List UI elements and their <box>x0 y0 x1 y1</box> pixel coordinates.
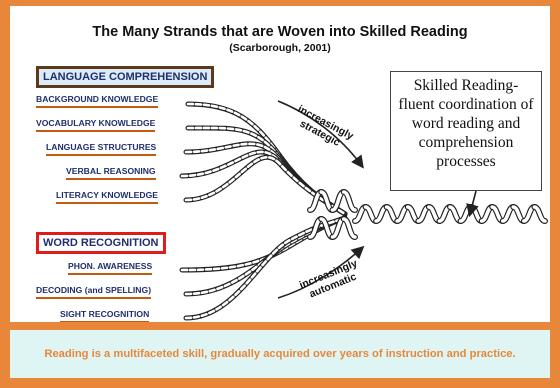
braid-top <box>307 189 358 213</box>
strand-label-language-structures: LANGUAGE STRUCTURES <box>46 142 157 156</box>
footer-caption: Reading is a multifaceted skill, gradual… <box>10 330 550 378</box>
braid-twist-highlight <box>341 217 357 239</box>
skilled-reading-callout: Skilled Reading- fluent coordination of … <box>390 71 542 191</box>
strategic-arrow <box>277 100 364 169</box>
braid-twist-highlight <box>341 190 357 212</box>
strand-label-decoding-spelling: DECODING (and SPELLING) <box>36 285 152 299</box>
callout-pointer-arrow <box>466 190 479 218</box>
language-strand-highlight <box>184 156 347 216</box>
diagram-title: The Many Strands that are Woven into Ski… <box>92 24 468 40</box>
strand-label-vocabulary-knowledge: VOCABULARY KNOWLEDGE <box>36 118 156 132</box>
language-strand <box>183 154 348 217</box>
callout-line: word reading and <box>411 115 521 132</box>
callout-line: processes <box>436 153 496 170</box>
automatic-arrow <box>277 245 365 299</box>
diagram-subtitle: (Scarborough, 2001) <box>229 42 331 54</box>
language-strand <box>179 149 348 217</box>
language-comprehension-heading: LANGUAGE COMPREHENSION <box>36 66 215 88</box>
diagram-panel: The Many Strands that are Woven into Ski… <box>10 6 550 322</box>
callout-line: Skilled Reading- <box>413 77 519 94</box>
braid-bottom <box>307 216 358 240</box>
strand-label-background-knowledge: BACKGROUND KNOWLEDGE <box>36 94 159 108</box>
strand-label-verbal-reasoning: VERBAL REASONING <box>66 166 156 180</box>
word-recognition-heading: WORD RECOGNITION <box>36 232 166 254</box>
strand-label-sight-recognition: SIGHT RECOGNITION <box>60 309 150 322</box>
rope-diagram <box>179 100 548 321</box>
strand-label-literacy-knowledge: LITERACY KNOWLEDGE <box>56 190 159 204</box>
callout-line: comprehension <box>418 134 514 151</box>
final-braid <box>352 204 548 224</box>
final-braid-twist-highlight <box>532 205 547 223</box>
callout-line: fluent coordination of <box>398 96 534 113</box>
strand-label-phon-awareness: PHON. AWARENESS <box>68 261 153 275</box>
language-strand-highlight <box>180 150 347 216</box>
